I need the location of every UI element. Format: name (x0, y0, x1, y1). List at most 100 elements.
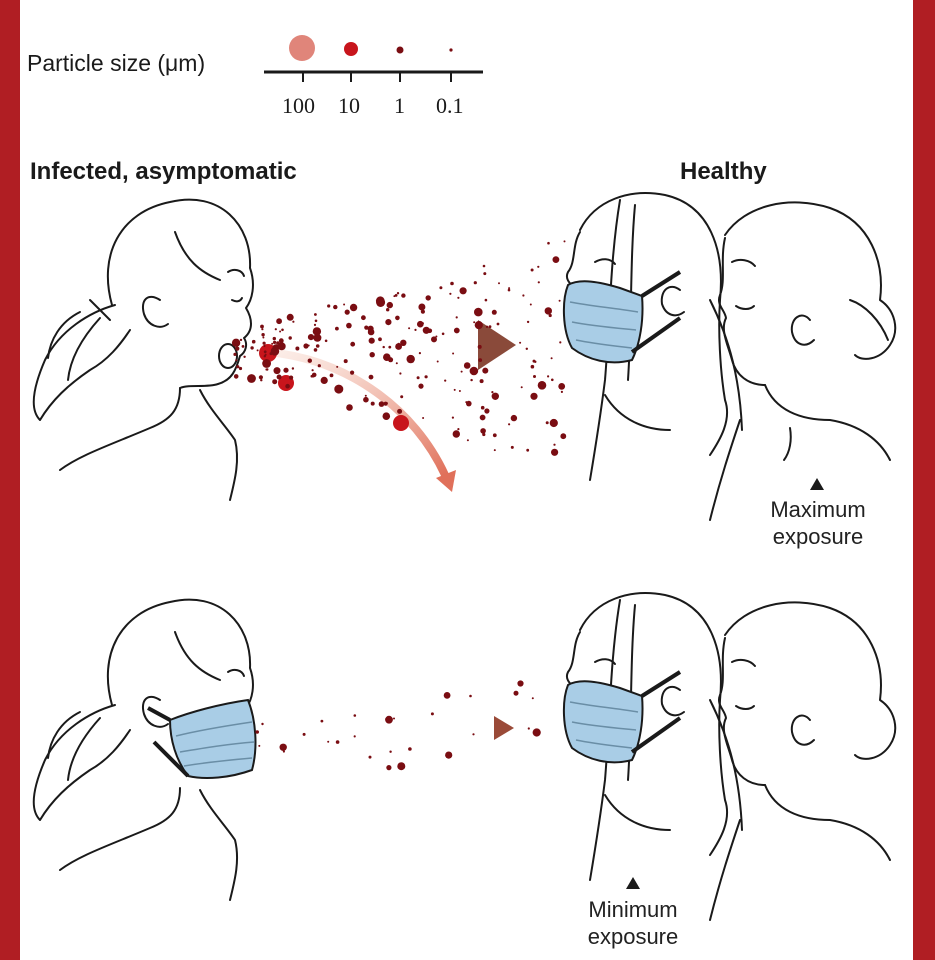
aerosol-particle (289, 376, 293, 380)
aerosol-particle (527, 321, 529, 323)
aerosol-particle (257, 349, 259, 351)
aerosol-particle (472, 733, 474, 735)
aerosol-particle (519, 342, 521, 344)
aerosol-particle (397, 345, 401, 349)
aerosol-particle (314, 313, 317, 316)
aerosol-particle (449, 293, 451, 295)
aerosol-particle (551, 357, 553, 359)
aerosol-particle (482, 368, 488, 374)
aerosol-particle (422, 417, 424, 419)
aerosol-particle (393, 718, 395, 720)
aerosol-particle (250, 346, 253, 349)
aerosol-particle (386, 308, 389, 311)
aerosol-particle (426, 295, 431, 300)
heading-healthy: Healthy (680, 158, 767, 186)
aerosol-particle (292, 321, 294, 323)
aerosol-particle (454, 328, 460, 334)
aerosol-particle (259, 375, 263, 379)
aerosol-particle (537, 266, 539, 268)
aerosol-particle (475, 321, 483, 329)
aerosol-particle (484, 408, 489, 413)
aerosol-particle (279, 338, 284, 343)
aerosol-particle (369, 756, 372, 759)
aerosol-particle (514, 691, 519, 696)
heading-infected: Infected, asymptomatic (30, 158, 297, 186)
aerosol-particle (528, 727, 530, 729)
aerosol-particle (279, 331, 281, 333)
aerosol-particle (423, 327, 430, 334)
aerosol-particle (345, 310, 350, 315)
aerosol-particle (397, 409, 402, 414)
maximum-exposure-label: Maximum exposure (758, 496, 878, 550)
aerosol-particle (457, 428, 459, 430)
aerosol-particle (386, 402, 388, 404)
aerosol-particle (494, 449, 496, 451)
aerosol-particle (387, 302, 393, 308)
aerosol-particle (480, 379, 484, 383)
aerosol-particle (273, 341, 276, 344)
aerosol-particle (469, 695, 472, 698)
aerosol-particle (517, 680, 523, 686)
aerosol-particle (275, 328, 277, 330)
aerosol-particle (371, 402, 375, 406)
aerosol-particle (336, 740, 340, 744)
aerosol-particle (508, 289, 511, 292)
aerosol-particle (343, 304, 345, 306)
aerosol-particle (414, 329, 416, 331)
aerosol-particle (383, 412, 391, 420)
aerosol-particle (553, 256, 560, 263)
aerosol-particle (252, 340, 256, 344)
aerosol-particle (452, 417, 454, 419)
aerosol-particle (234, 374, 239, 379)
aerosol-particle (235, 359, 237, 361)
aerosol-particle (397, 292, 399, 294)
aerosol-particle (333, 305, 337, 309)
aerosol-particle (388, 346, 391, 349)
aerosol-particle (369, 375, 374, 380)
aerosol-particle (263, 342, 266, 345)
legend-tick-label: 0.1 (436, 93, 464, 119)
aerosol-particle (408, 327, 410, 329)
aerosol-particle (315, 320, 318, 323)
aerosol-particle (243, 356, 245, 358)
healthy-person-unmasked-top (710, 202, 895, 520)
aerosol-particle (283, 368, 288, 373)
aerosol-particle (354, 735, 356, 737)
aerosol-particle (418, 304, 425, 311)
aerosol-particle (239, 367, 242, 370)
aerosol-particle (334, 385, 343, 394)
aerosol-particle (318, 364, 321, 367)
aerosol-particle (385, 319, 391, 325)
aerosol-particle (533, 728, 541, 736)
aerosol-particle (474, 281, 477, 284)
aerosol-particle (321, 377, 328, 384)
aerosol-particle (350, 342, 355, 347)
aerosol-particle (467, 439, 469, 441)
legend-tick-label: 1 (394, 93, 405, 119)
aerosol-particle (418, 384, 423, 389)
aerosol-particle (379, 401, 385, 407)
aerosol-particle (266, 368, 268, 370)
aerosol-particle (370, 352, 375, 357)
aerosol-particle (233, 353, 236, 356)
aerosol-particle (316, 344, 320, 348)
aerosol-particle (492, 393, 499, 400)
aerosol-particle (558, 383, 565, 390)
reduced-aerosol-arrowhead (494, 716, 514, 740)
aerosol-particle (363, 397, 369, 403)
aerosol-particle (483, 272, 486, 275)
note-line: Minimum (573, 896, 693, 923)
aerosol-particle (545, 307, 552, 314)
aerosol-particle (260, 379, 262, 381)
aerosol-particle (493, 433, 497, 437)
aerosol-particle (435, 336, 437, 338)
aerosol-particle (261, 723, 263, 725)
aerosol-particle (242, 345, 245, 348)
aerosol-particle (547, 242, 550, 245)
aerosol-particle (478, 358, 482, 362)
aerosol-particle (281, 329, 284, 332)
legend-tick-label: 10 (338, 93, 360, 119)
aerosol-particle (480, 415, 486, 421)
aerosol-particle (397, 762, 405, 770)
aerosol-arrowhead (478, 320, 516, 370)
